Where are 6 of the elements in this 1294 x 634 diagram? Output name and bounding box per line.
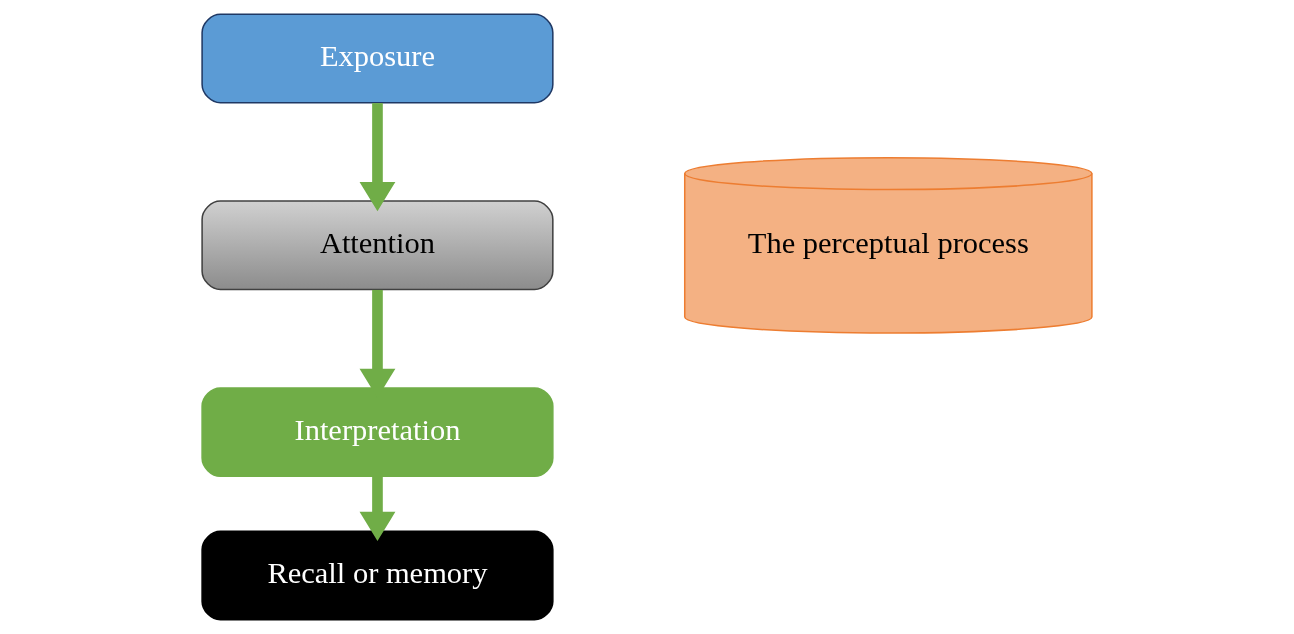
node-box: Interpretation [201,387,554,478]
arrow [359,476,396,542]
node-box: Recall or memory [201,530,554,621]
node-box: Exposure [201,13,554,104]
node-box: Attention [201,200,554,291]
arrow [359,103,396,212]
